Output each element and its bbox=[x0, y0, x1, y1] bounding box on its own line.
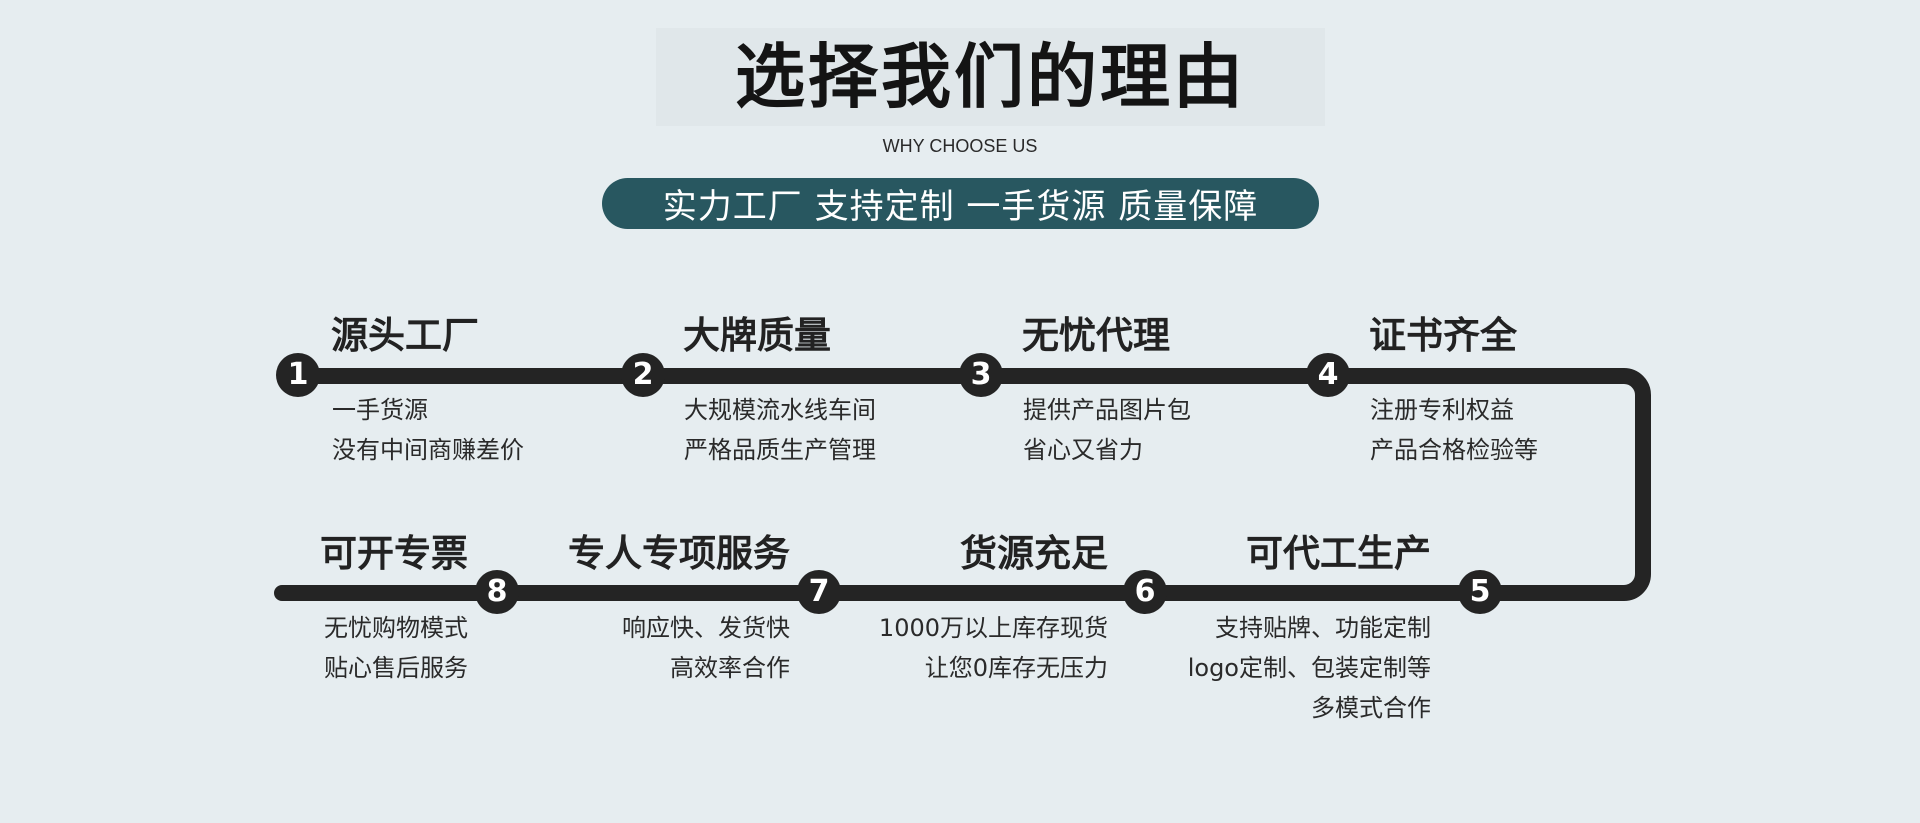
step-desc-line: 严格品质生产管理 bbox=[684, 436, 876, 464]
step-desc-line: 多模式合作 bbox=[1311, 694, 1431, 722]
step-desc-line: 让您0库存无压力 bbox=[924, 654, 1108, 682]
step-number-5: 5 bbox=[1458, 570, 1502, 614]
step-desc-line: 产品合格检验等 bbox=[1370, 436, 1538, 464]
slogan-banner: 实力工厂 支持定制 一手货源 质量保障 bbox=[602, 178, 1319, 229]
timeline-path bbox=[274, 368, 1651, 601]
step-desc-2: 大规模流水线车间 严格品质生产管理 bbox=[684, 390, 876, 470]
step-desc-3: 提供产品图片包 省心又省力 bbox=[1023, 390, 1191, 470]
step-title-5: 可代工生产 bbox=[1246, 532, 1431, 575]
page-title: 选择我们的理由 bbox=[735, 36, 1246, 118]
step-title-7: 专人专项服务 bbox=[568, 532, 790, 575]
step-desc-line: 一手货源 bbox=[332, 396, 428, 424]
title-box: 选择我们的理由 bbox=[656, 28, 1325, 126]
step-number-8: 8 bbox=[475, 570, 519, 614]
step-number-2: 2 bbox=[621, 353, 665, 397]
step-number-4: 4 bbox=[1306, 353, 1350, 397]
step-title-1: 源头工厂 bbox=[331, 314, 479, 357]
step-number-3: 3 bbox=[959, 353, 1003, 397]
step-desc-5: 支持贴牌、功能定制 logo定制、包装定制等 多模式合作 bbox=[1188, 608, 1431, 728]
step-desc-7: 响应快、发货快 高效率合作 bbox=[622, 608, 790, 688]
step-number-7: 7 bbox=[797, 570, 841, 614]
step-desc-line: 省心又省力 bbox=[1023, 436, 1143, 464]
step-title-4: 证书齐全 bbox=[1369, 314, 1517, 357]
step-title-8: 可开专票 bbox=[320, 532, 468, 575]
step-number-6: 6 bbox=[1123, 570, 1167, 614]
step-desc-line: 1000万以上库存现货 bbox=[878, 614, 1108, 642]
step-desc-line: 大规模流水线车间 bbox=[684, 396, 876, 424]
step-desc-1: 一手货源 没有中间商赚差价 bbox=[332, 390, 524, 470]
page-subtitle: WHY CHOOSE US bbox=[882, 136, 1038, 156]
step-desc-8: 无忧购物模式 贴心售后服务 bbox=[324, 608, 468, 688]
step-desc-line: 响应快、发货快 bbox=[622, 614, 790, 642]
step-desc-line: 没有中间商赚差价 bbox=[332, 436, 524, 464]
step-number-1: 1 bbox=[276, 353, 320, 397]
step-title-2: 大牌质量 bbox=[683, 314, 831, 357]
step-desc-line: 支持贴牌、功能定制 bbox=[1215, 614, 1431, 642]
step-title-3: 无忧代理 bbox=[1022, 314, 1170, 357]
step-desc-line: 高效率合作 bbox=[670, 654, 790, 682]
step-desc-line: 注册专利权益 bbox=[1370, 396, 1514, 424]
step-desc-line: logo定制、包装定制等 bbox=[1187, 654, 1431, 682]
step-desc-line: 提供产品图片包 bbox=[1023, 396, 1191, 424]
step-desc-4: 注册专利权益 产品合格检验等 bbox=[1370, 390, 1538, 470]
step-title-6: 货源充足 bbox=[960, 532, 1108, 575]
step-desc-line: 贴心售后服务 bbox=[324, 654, 468, 682]
step-desc-6: 1000万以上库存现货 让您0库存无压力 bbox=[879, 608, 1108, 688]
step-desc-line: 无忧购物模式 bbox=[324, 614, 468, 642]
